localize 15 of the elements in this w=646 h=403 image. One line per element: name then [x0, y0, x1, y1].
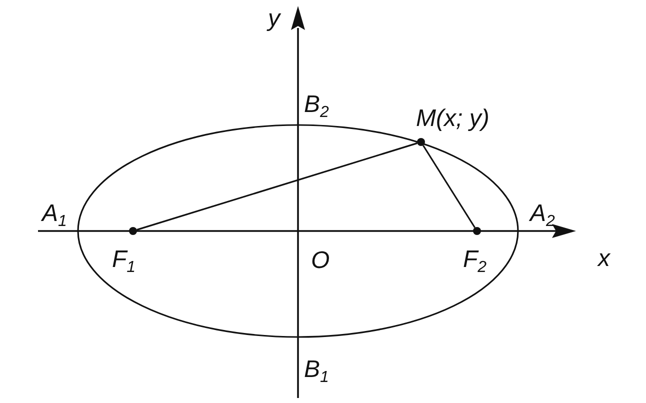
point-label: O: [311, 248, 330, 274]
point-dot: [129, 227, 137, 235]
point-label: B$_{1}$: [304, 357, 329, 383]
point-label: y: [268, 6, 280, 32]
point-label: F$_{1}$: [112, 247, 136, 273]
point-label: x: [598, 246, 610, 272]
point-label: M(x; y): [416, 106, 490, 132]
point-dot: [417, 138, 425, 146]
point-label: F$_{2}$: [463, 247, 487, 273]
point-dot: [473, 227, 481, 235]
line-segment: [422, 144, 476, 228]
point-label: A$_{2}$: [530, 201, 555, 227]
point-label: B$_{2}$: [304, 92, 329, 118]
line-segment: [136, 142, 418, 231]
point-label: A$_{1}$: [42, 201, 67, 227]
